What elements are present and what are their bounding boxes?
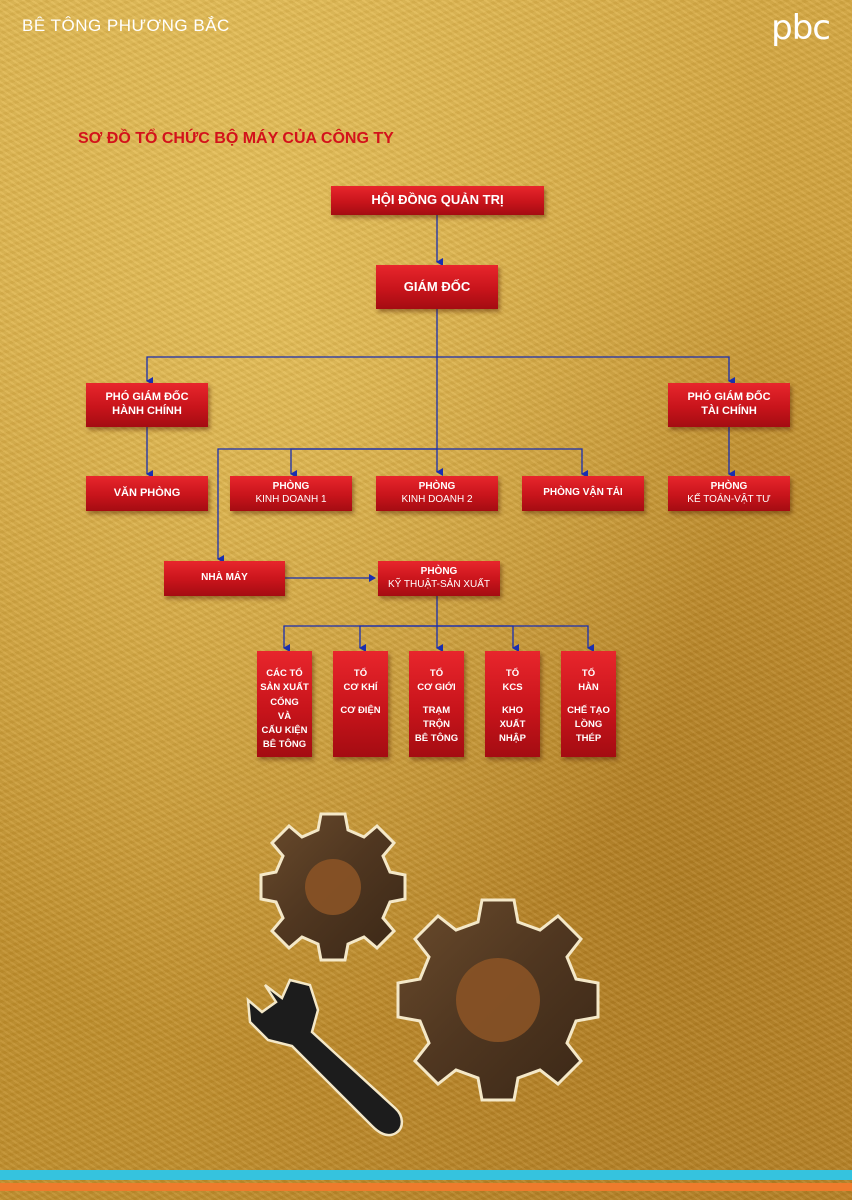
node-team-1: CÁC TỔ SẢN XUẤT CỐNG VÀ CẤU KIỆN BÊ TÔNG xyxy=(257,651,312,757)
node-deputy-admin: PHÓ GIÁM ĐỐC HÀNH CHÍNH xyxy=(86,383,208,427)
node-sales2: PHÒNG KINH DOANH 2 xyxy=(376,476,498,511)
node-team-5: TỔ HÀN CHẾ TẠO LỒNG THÉP xyxy=(561,651,616,757)
wrench-icon xyxy=(246,978,404,1137)
edge-tech-team5 xyxy=(437,625,594,652)
node-director: GIÁM ĐỐC xyxy=(376,265,498,309)
large-gear-icon xyxy=(396,898,600,1102)
bottom-bar-blue xyxy=(0,1170,852,1180)
edge-director-sales1 xyxy=(290,448,437,478)
node-factory: NHÀ MÁY xyxy=(164,561,285,596)
small-gear-icon xyxy=(259,812,407,962)
edge-tech-team2 xyxy=(359,625,437,652)
node-team-2: TỔ CƠ KHÍ CƠ ĐIỆN xyxy=(333,651,388,757)
node-transport: PHÒNG VẬN TẢI xyxy=(522,476,644,511)
node-accounting: PHÒNG KẾ TOÁN-VẬT TƯ xyxy=(668,476,790,511)
node-sales1: PHÒNG KINH DOANH 1 xyxy=(230,476,352,511)
node-tech: PHÒNG KỸ THUẬT-SẢN XUẤT xyxy=(378,561,500,596)
node-board: HỘI ĐỒNG QUẢN TRỊ xyxy=(331,186,544,215)
node-team-4: TỔ KCS KHO XUẤT NHẬP xyxy=(485,651,540,757)
pbc-logo: pbc xyxy=(771,8,831,48)
node-office: VĂN PHÒNG xyxy=(86,476,208,511)
brand-name: BÊ TÔNG PHƯƠNG BẮC xyxy=(22,16,230,35)
edge-director-deputy-admin xyxy=(146,356,437,385)
node-deputy-finance: PHÓ GIÁM ĐỐC TÀI CHÍNH xyxy=(668,383,790,427)
edge-director-deputy-finance xyxy=(437,356,735,385)
chart-title: SƠ ĐỒ TỔ CHỨC BỘ MÁY CỦA CÔNG TY xyxy=(78,130,394,147)
node-team-3: TỔ CƠ GIỚI TRẠM TRỘN BÊ TÔNG xyxy=(409,651,464,757)
bottom-bar-orange xyxy=(0,1183,852,1191)
edge-director-transport xyxy=(437,448,588,478)
